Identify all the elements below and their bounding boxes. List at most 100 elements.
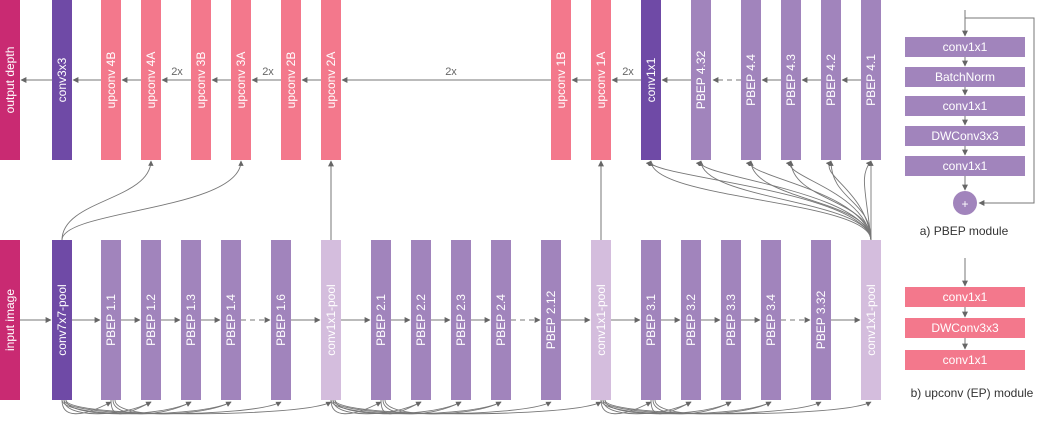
conv3x3-block	[52, 0, 72, 160]
upconv-3b-label: upconv 3B	[194, 52, 208, 109]
pbep-2-2-block	[411, 240, 431, 400]
pbep-4-3-block	[781, 0, 801, 160]
upconv-4a-block	[141, 0, 161, 160]
upconv-1a-block	[591, 0, 611, 160]
pbep-4-1-block	[861, 0, 881, 160]
skip-s1a-2	[114, 399, 232, 415]
scale-2x-label-4: 2x	[622, 66, 634, 78]
skip-pool3-up-b-5	[863, 160, 872, 241]
pbep-module-layer-3-block	[905, 126, 1025, 146]
pbep-module-layer-3-label: DWConv3x3	[931, 129, 999, 143]
pbep-2-1-block	[371, 240, 391, 400]
pool-1-label: conv1x1-pool	[324, 284, 338, 355]
scale-2x-label-1: 2x	[171, 66, 183, 78]
upconv-1b-label: upconv 1B	[554, 52, 568, 109]
pbep-1-2-label: PBEP 1.2	[144, 294, 158, 346]
pool-2-label: conv1x1-pool	[594, 284, 608, 355]
skip-s2a-0	[380, 399, 422, 415]
block-layer	[0, 0, 1025, 400]
skip-pool3-up-b-2	[745, 160, 872, 241]
pbep-1-1-label: PBEP 1.1	[104, 294, 118, 346]
pbep-3-32-label: PBEP 3.32	[814, 290, 828, 349]
decoder-conv1x1-block	[641, 0, 661, 160]
output-depth-label: output depth	[3, 47, 17, 114]
pbep-module-layer-2-label: conv1x1	[943, 99, 988, 113]
upconv-2b-block	[281, 0, 301, 160]
pbep-3-3-label: PBEP 3.3	[724, 294, 738, 346]
upconv-module-layer-0-block	[905, 287, 1025, 307]
skip-s2a-2	[384, 399, 502, 415]
pbep-4-2-label: PBEP 4.2	[824, 54, 838, 106]
skip-stem-up-3a	[61, 160, 244, 241]
skip-stem-0	[61, 399, 112, 415]
conv7x7-pool-block	[52, 240, 72, 400]
upconv-2a-block	[321, 0, 341, 160]
upconv-module-caption: b) upconv (EP) module	[911, 386, 1034, 400]
skip-pool3-up-b-3	[785, 160, 872, 241]
pbep-2-12-block	[541, 240, 561, 400]
pbep-3-4-block	[761, 240, 781, 400]
upconv-1a-label: upconv 1A	[594, 52, 608, 109]
pbep-2-3-block	[451, 240, 471, 400]
pbep-2-4-block	[491, 240, 511, 400]
skip-s1a-1	[112, 399, 192, 415]
skip-pool3-up-0	[648, 160, 872, 241]
pool-2-block	[591, 240, 611, 400]
pbep-1-3-label: PBEP 1.3	[184, 294, 198, 346]
pbep-4-3-label: PBEP 4.3	[784, 54, 798, 106]
pbep-1-6-block	[271, 240, 291, 400]
skip-pool2-0	[600, 399, 652, 415]
pbep-module-layer-0-label: conv1x1	[943, 40, 988, 54]
pbep-1-6-label: PBEP 1.6	[274, 294, 288, 346]
skip-s1a-0	[110, 399, 152, 415]
pbep-module-layer-1-block	[905, 67, 1025, 87]
upconv-4b-label: upconv 4B	[104, 52, 118, 109]
pbep-1-4-block	[221, 240, 241, 400]
skip-pool1-5	[334, 399, 602, 415]
skip-s2a-1	[382, 399, 462, 415]
pbep-2-3-label: PBEP 2.3	[454, 294, 468, 346]
pool-1-block	[321, 240, 341, 400]
skip-pool1-0	[330, 399, 382, 415]
pbep-2-12-label: PBEP 2.12	[544, 290, 558, 349]
input-image-label: input image	[3, 289, 17, 351]
conv7x7-pool-label: conv7x7-pool	[55, 284, 69, 355]
skip-pool3-up-1	[698, 160, 872, 241]
pbep-3-2-block	[681, 240, 701, 400]
skip-pool2-5	[604, 399, 872, 415]
upconv-1b-block	[551, 0, 571, 160]
pool-3-block	[861, 240, 881, 400]
text-layer: output depth conv3x3 upconv 4B upconv 4A upc…	[3, 40, 1034, 400]
pbep-3-1-block	[641, 240, 661, 400]
pbep-4-1-label: PBEP 4.1	[864, 54, 878, 106]
pbep-4-4-label: PBEP 4.4	[744, 54, 758, 106]
skip-pool3-up-3	[788, 160, 872, 241]
skip-stem-up-4a	[61, 160, 154, 241]
pbep-2-2-label: PBEP 2.2	[414, 294, 428, 346]
skip-stem-5	[65, 399, 332, 415]
skip-pool3-up-b-0	[645, 160, 872, 241]
pbep-module-add-symbol: +	[961, 197, 968, 211]
pbep-module-layer-1-label: BatchNorm	[935, 70, 995, 84]
pbep-1-1-block	[101, 240, 121, 400]
pbep-1-4-label: PBEP 1.4	[224, 294, 238, 346]
pbep-3-4-label: PBEP 3.4	[764, 294, 778, 346]
decoder-conv1x1-label: conv1x1	[644, 57, 658, 102]
upconv-module-layer-2-block	[905, 350, 1025, 370]
pbep-module-layer-4-block	[905, 156, 1025, 176]
scale-2x-label-2: 2x	[262, 66, 274, 78]
pbep-4-32-label: PBEP 4.32	[694, 50, 708, 109]
upconv-module-layer-1-block	[905, 318, 1025, 338]
upconv-3a-label: upconv 3A	[234, 52, 248, 109]
upconv-4b-block	[101, 0, 121, 160]
upconv-module-layer-0-label: conv1x1	[943, 290, 988, 304]
upconv-4a-label: upconv 4A	[144, 52, 158, 109]
pbep-4-2-block	[821, 0, 841, 160]
conv3x3-label: conv3x3	[55, 57, 69, 102]
pbep-1-3-block	[181, 240, 201, 400]
skip-s3a-2	[654, 399, 772, 415]
pbep-module-layer-0-block	[905, 37, 1025, 57]
pbep-2-4-label: PBEP 2.4	[494, 294, 508, 346]
upconv-module-layer-2-label: conv1x1	[943, 353, 988, 367]
upconv-2a-label: upconv 2A	[324, 52, 338, 109]
